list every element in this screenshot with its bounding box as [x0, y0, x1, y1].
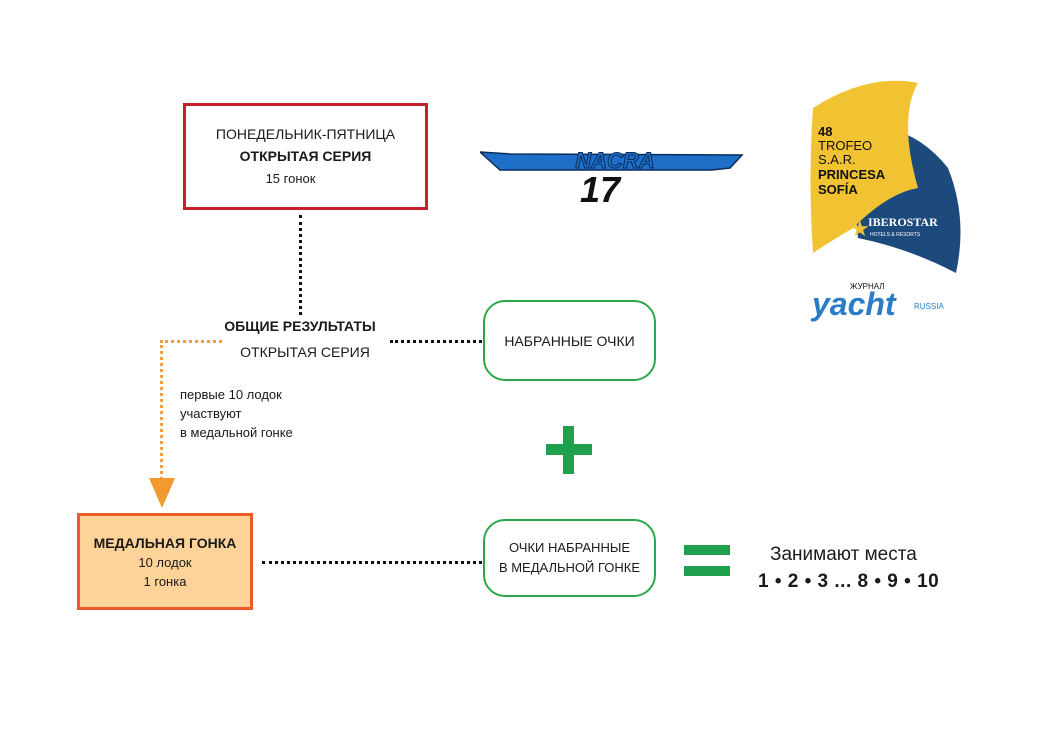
iberostar-sub: HOTELS & RESORTS — [870, 232, 921, 238]
points-label: НАБРАННЫЕ ОЧКИ — [504, 332, 635, 349]
connector-vertical-dotted — [299, 215, 305, 315]
medal-race-title: МЕДАЛЬНАЯ ГОНКА — [93, 534, 237, 551]
medal-points-box: ОЧКИ НАБРАННЫЕ В МЕДАЛЬНОЙ ГОНКЕ — [483, 519, 656, 597]
overall-results-subtitle: ОТКРЫТАЯ СЕРИЯ — [240, 344, 370, 360]
qualify-note: первые 10 лодок участвуют в медальной го… — [180, 385, 293, 442]
medal-race-count: 1 гонка — [143, 573, 187, 589]
places-list: 1 • 2 • 3 ... 8 • 9 • 10 — [758, 571, 940, 592]
trofeo-bold-line: PRINCESA — [818, 167, 886, 182]
qualify-note-line: первые 10 лодок — [180, 387, 282, 402]
yacht-journal-label: ЖУРНАЛ — [850, 282, 885, 291]
yacht-russia-logo: ЖУРНАЛ yacht RUSSIA — [810, 282, 944, 322]
arrow-down-icon — [149, 478, 175, 508]
open-series-box: ПОНЕДЕЛЬНИК-ПЯТНИЦА ОТКРЫТАЯ СЕРИЯ 15 го… — [183, 103, 428, 210]
equals-icon-bar — [684, 566, 730, 576]
yacht-russia-label: RUSSIA — [914, 302, 944, 311]
trofeo-line: S.A.R. — [818, 152, 856, 167]
medal-points-line2: В МЕДАЛЬНОЙ ГОНКЕ — [498, 560, 641, 575]
trofeo-line: TROFEO — [818, 138, 872, 153]
nacra-wordmark: NACRA — [575, 148, 654, 173]
medal-race-boats: 10 лодок — [138, 554, 192, 570]
equals-icon — [684, 545, 730, 555]
yacht-wordmark: yacht — [810, 286, 897, 322]
open-series-days: ПОНЕДЕЛЬНИК-ПЯТНИЦА — [215, 125, 396, 142]
medal-points-line1: ОЧКИ НАБРАННЫЕ — [508, 540, 631, 555]
orange-connector-horizontal — [160, 340, 222, 343]
overall-results-title: ОБЩИЕ РЕЗУЛЬТАТЫ — [224, 318, 376, 334]
iberostar-wordmark: IBEROSTAR — [868, 215, 938, 229]
open-series-races: 15 гонок — [265, 170, 316, 186]
connector-results-to-points — [390, 340, 482, 343]
plus-icon-bar — [546, 444, 592, 455]
trofeo-bold-line: SOFÍA — [818, 182, 858, 197]
qualify-note-line: участвуют — [180, 406, 242, 421]
nacra-17-logo: NACRA 17 — [480, 148, 744, 210]
places-label: Занимают места — [770, 544, 917, 565]
orange-connector-vertical — [160, 340, 163, 480]
trofeo-line: 48 — [818, 124, 832, 139]
qualify-note-line: в медальной гонке — [180, 425, 293, 440]
nacra-number: 17 — [580, 169, 622, 210]
medal-race-box: МЕДАЛЬНАЯ ГОНКА 10 лодок 1 гонка — [77, 513, 253, 610]
points-box: НАБРАННЫЕ ОЧКИ — [483, 300, 656, 381]
connector-medal-to-points — [262, 561, 482, 564]
star-icon: ★ — [850, 216, 870, 241]
trofeo-princesa-sofia-logo: 48 TROFEO S.A.R. PRINCESA SOFÍA IBEROSTA… — [810, 80, 961, 273]
open-series-title: ОТКРЫТАЯ СЕРИЯ — [239, 147, 372, 164]
